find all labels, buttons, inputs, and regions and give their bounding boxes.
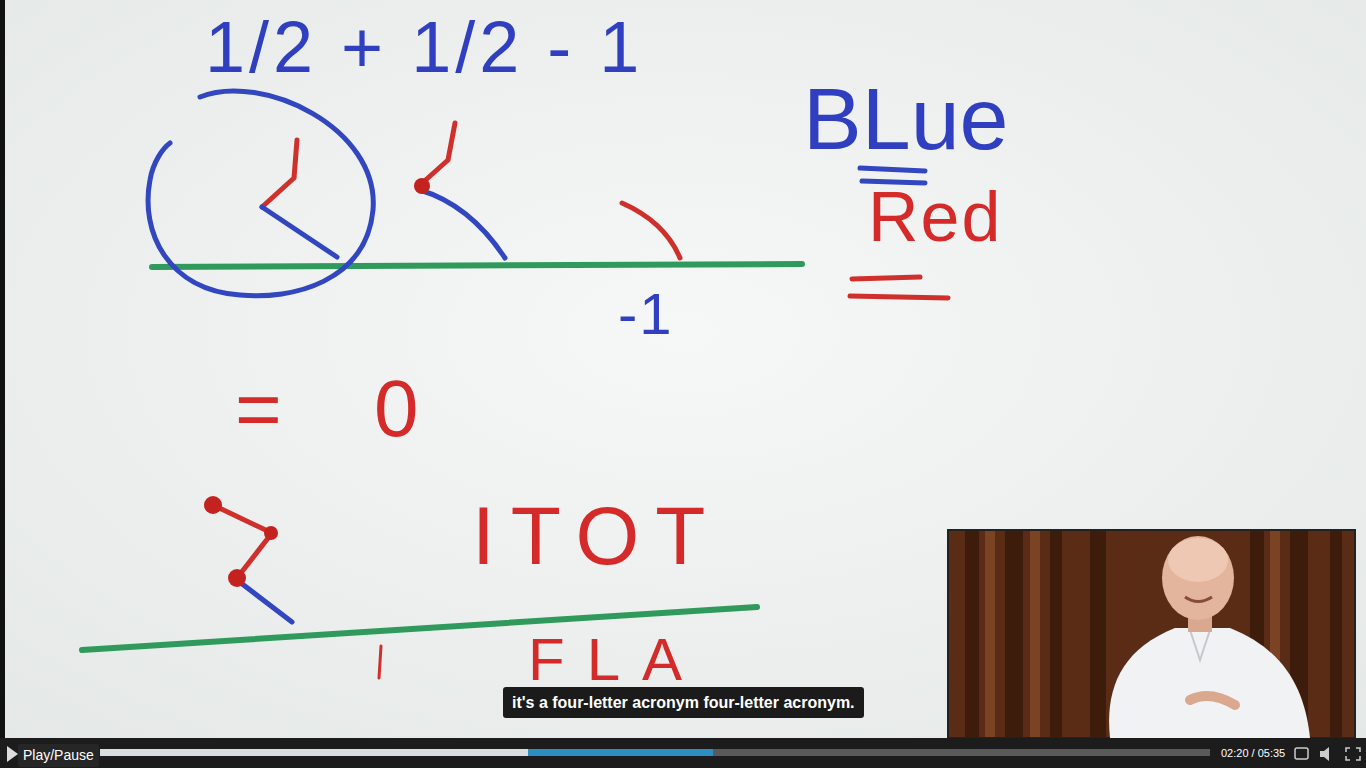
equation-text: 1/2 + 1/2 - 1 (205, 11, 643, 83)
double-underline (850, 277, 948, 298)
surface-line (152, 264, 802, 267)
molecule-stroke (262, 207, 337, 257)
result-text: = 0 (235, 369, 418, 449)
molecule-stroke (420, 190, 505, 258)
atom-dot (264, 526, 278, 540)
molecule-stroke (262, 140, 297, 207)
acronym-text: ITOT (472, 495, 721, 577)
color-word: BLue (803, 75, 1009, 163)
whiteboard (0, 0, 1366, 738)
frame-edge (0, 0, 5, 738)
subtitle-caption: it's a four-letter acronym four-letter a… (503, 687, 864, 718)
value-text: -1 (618, 285, 674, 343)
molecule-stroke (420, 123, 455, 185)
molecule-stroke (622, 203, 680, 258)
time-display: 02:20 / 05:35 (1221, 747, 1285, 760)
color-word: Red (868, 182, 1002, 252)
atom-dot (414, 178, 430, 194)
tooltip-text: Play/Pause (18, 744, 99, 767)
atom-dot (228, 569, 246, 587)
video-inset (948, 530, 1355, 738)
acronym-text: FLA (528, 634, 704, 685)
player-bar (0, 738, 1366, 768)
double-underline (860, 168, 925, 183)
tick-mark (379, 646, 381, 678)
circle-mark (148, 91, 373, 296)
molecule-stroke (213, 505, 272, 578)
atom-dot (204, 496, 222, 514)
molecule-stroke (237, 580, 292, 622)
